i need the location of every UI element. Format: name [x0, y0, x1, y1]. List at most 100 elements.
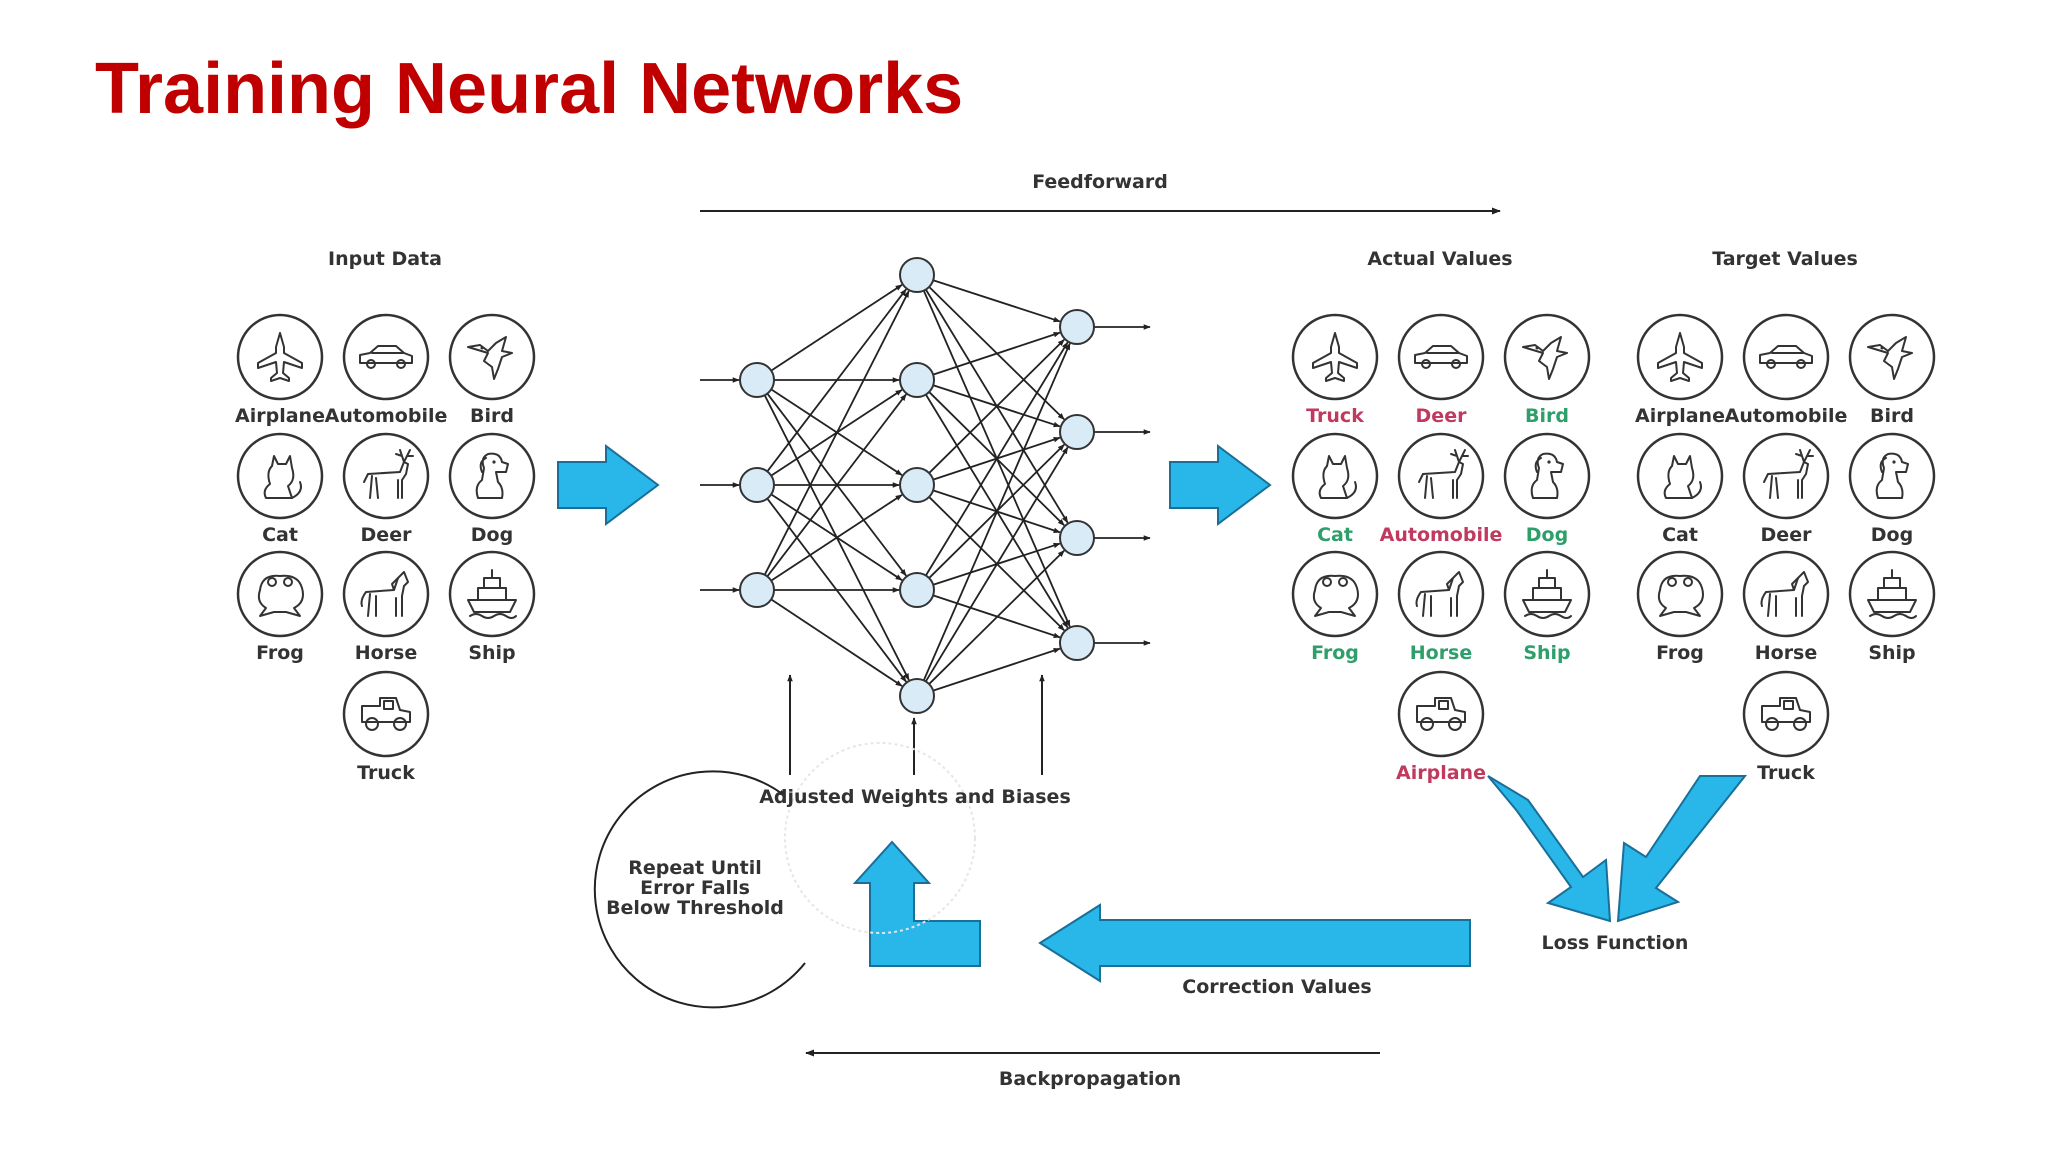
- actual-item: Airplane: [1396, 670, 1486, 784]
- input-data-label: Input Data: [328, 248, 442, 270]
- airplane-icon: [1657, 332, 1703, 382]
- network-edge: [928, 339, 1065, 474]
- item-circle: [1291, 550, 1379, 638]
- repeat-loop-arrow: [593, 770, 806, 1009]
- target-item: Automobile: [1725, 313, 1847, 427]
- target-item-label: Truck: [1757, 762, 1815, 784]
- actual-item-label: Horse: [1410, 642, 1473, 664]
- actual-item-label: Automobile: [1380, 524, 1503, 546]
- target-item-label: Cat: [1662, 524, 1698, 546]
- item-circle: [448, 432, 536, 520]
- network-edge: [932, 331, 1061, 376]
- deer-icon: [363, 449, 414, 499]
- item-circle: [448, 550, 536, 638]
- item-circle: [342, 670, 430, 758]
- feedforward-label: Feedforward: [1032, 171, 1168, 193]
- input-item: Ship: [448, 550, 536, 664]
- input-item: Bird: [448, 313, 536, 427]
- hidden-node: [899, 572, 935, 608]
- input-item-label: Automobile: [325, 405, 448, 427]
- target-item: Dog: [1848, 432, 1936, 546]
- input-item: Truck: [342, 670, 430, 784]
- actual-item-label: Cat: [1317, 524, 1353, 546]
- output-node: [1059, 520, 1095, 556]
- item-circle: [1742, 313, 1830, 401]
- network-edge: [770, 494, 903, 582]
- faint-loop-circle: [784, 742, 976, 934]
- target-item-label: Bird: [1870, 405, 1914, 427]
- deer-icon: [1763, 449, 1814, 499]
- loss-function-label: Loss Function: [1542, 932, 1689, 954]
- item-circle: [342, 432, 430, 520]
- actual-item-label: Frog: [1311, 642, 1359, 664]
- actual-item-label: Dog: [1526, 524, 1568, 546]
- target-item: Cat: [1636, 432, 1724, 546]
- item-circle: [1742, 670, 1830, 758]
- network-edge: [932, 647, 1061, 692]
- horse-icon: [1760, 571, 1809, 617]
- input-item-label: Bird: [470, 405, 514, 427]
- actual-item-label: Bird: [1525, 405, 1569, 427]
- target-item: Deer: [1742, 432, 1830, 546]
- network-edge: [770, 284, 903, 372]
- repeat-label-line2: Error Falls: [640, 877, 750, 899]
- input-item: Automobile: [325, 313, 448, 427]
- automobile-icon: [1414, 345, 1468, 369]
- target-item-label: Horse: [1755, 642, 1818, 664]
- frog-icon: [1657, 574, 1704, 617]
- repeat-label-line1: Repeat Until: [628, 857, 762, 879]
- item-circle: [1397, 670, 1485, 758]
- input-item: Frog: [236, 550, 324, 664]
- network-edge: [925, 446, 1069, 682]
- hidden-node: [899, 257, 935, 293]
- item-circle: [236, 550, 324, 638]
- item-circle: [1291, 313, 1379, 401]
- actual-values-label: Actual Values: [1367, 248, 1512, 270]
- output-node: [1059, 309, 1095, 345]
- item-circle: [1503, 550, 1591, 638]
- network-edge: [925, 341, 1069, 576]
- input-item-label: Ship: [468, 642, 515, 664]
- frog-icon: [257, 574, 304, 617]
- actual-item: Automobile: [1380, 432, 1503, 546]
- item-circle: [236, 432, 324, 520]
- item-circle: [448, 313, 536, 401]
- target-item-label: Ship: [1868, 642, 1915, 664]
- item-circle: [1848, 313, 1936, 401]
- actual-item-label: Deer: [1416, 405, 1468, 427]
- output-node: [1059, 414, 1095, 450]
- horse-icon: [360, 571, 409, 617]
- item-circle: [1742, 432, 1830, 520]
- cat-icon: [1318, 455, 1357, 499]
- actual-item-label: Truck: [1306, 405, 1364, 427]
- item-circle: [1636, 550, 1724, 638]
- repeat-label-line3: Below Threshold: [606, 897, 784, 919]
- input-node: [739, 572, 775, 608]
- input-item: Deer: [342, 432, 430, 546]
- ship-icon: [1522, 569, 1572, 619]
- correction-values-label: Correction Values: [1182, 976, 1371, 998]
- item-circle: [1636, 432, 1724, 520]
- target-item: Frog: [1636, 550, 1724, 664]
- horse-icon: [1415, 571, 1464, 617]
- actual-item: Ship: [1503, 550, 1591, 664]
- target-values-label: Target Values: [1712, 248, 1858, 270]
- item-circle: [1397, 550, 1485, 638]
- input-item-label: Truck: [357, 762, 415, 784]
- target-item: Horse: [1742, 550, 1830, 664]
- hidden-node: [899, 467, 935, 503]
- actual-item: Deer: [1397, 313, 1485, 427]
- cat-icon: [263, 455, 302, 499]
- item-circle: [1848, 550, 1936, 638]
- network-edge: [770, 598, 903, 687]
- target-item-label: Deer: [1761, 524, 1813, 546]
- actual-item: Truck: [1291, 313, 1379, 427]
- actual-to-loss-arrow: [1487, 775, 1612, 923]
- input-item-label: Airplane: [235, 405, 325, 427]
- item-circle: [1397, 313, 1485, 401]
- truck-icon: [1416, 697, 1466, 731]
- input-item-label: Cat: [262, 524, 298, 546]
- network-edge: [766, 393, 907, 578]
